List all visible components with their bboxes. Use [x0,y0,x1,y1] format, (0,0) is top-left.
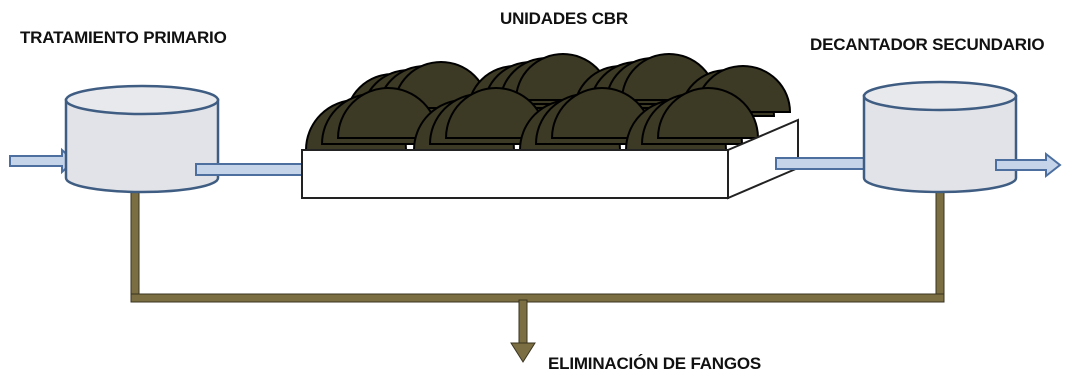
cbr-discs-front [304,87,760,151]
cbr-tray-front [301,149,729,199]
secondary-clarifier-tank [862,80,1018,194]
secondary-tank-body [862,94,1018,194]
sludge-outlet-pipe [518,299,528,345]
primary-tank-top [64,84,220,116]
secondary-tank-top [862,80,1018,112]
cbr-discs-rear [344,53,792,121]
primary-tank [64,84,220,194]
sludge-pipe-network [130,187,945,363]
secondary-sludge-pipe [935,187,945,301]
cbr-unit [301,53,799,200]
influent-arrow-icon [9,147,76,175]
primary-tank-body [64,98,220,194]
sludge-removal-label: ELIMINACIÓN DE FANGOS [548,354,762,373]
primary-sludge-pipe [130,187,140,301]
cbr-to-clarifier-pipe [775,157,873,170]
secondary-clarifier-label: DECANTADOR SECUNDARIO [810,35,1045,54]
sludge-outlet-arrow-icon [510,342,536,363]
primary-treatment-label: TRATAMIENTO PRIMARIO [20,28,227,47]
cbr-units-label: UNIDADES CBR [500,9,628,28]
sludge-collector-pipe [130,293,945,303]
effluent-arrow-icon [995,151,1062,179]
primary-to-cbr-pipe [195,163,307,176]
